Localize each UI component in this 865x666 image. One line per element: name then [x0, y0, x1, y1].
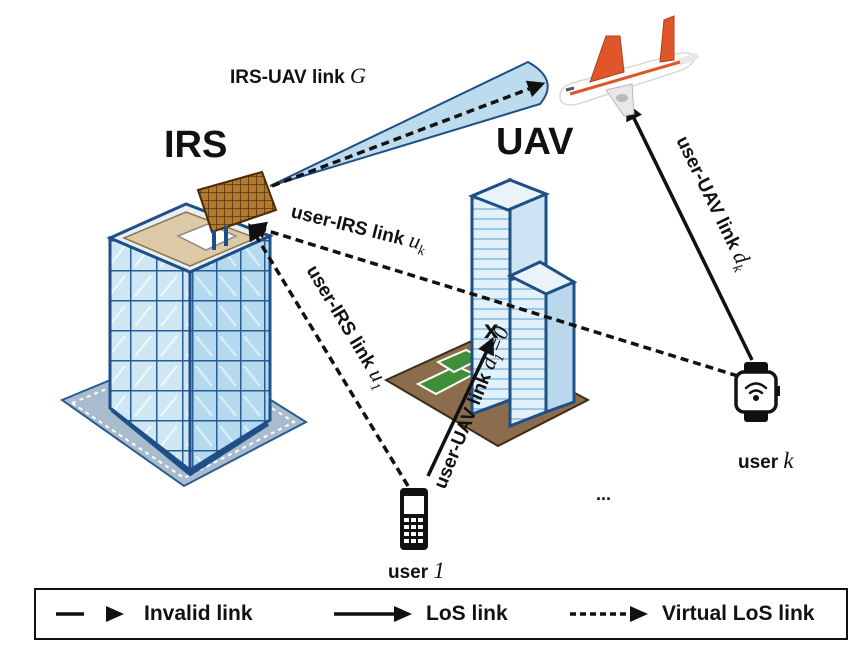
los-link-arrow-icon: [334, 606, 412, 622]
legend-los-label: LoS link: [426, 602, 508, 625]
legend-invalid-label: Invalid link: [144, 602, 253, 625]
irs-label: IRS: [164, 124, 227, 166]
airplane-icon: [559, 15, 700, 117]
wifi-icon: [744, 382, 768, 402]
uav-building: [383, 177, 591, 448]
virtual-los-link-arrow-icon: [570, 606, 648, 622]
smartwatch-icon: [734, 362, 780, 422]
ellipsis: ...: [596, 484, 611, 504]
uav-label: UAV: [496, 121, 574, 163]
legend-virtual-los-label: Virtual LoS link: [662, 602, 815, 625]
irs-uav-beam: [269, 60, 549, 188]
user-uav-link-k: [626, 102, 754, 361]
legend-item-los: LoS link: [332, 590, 508, 638]
user-1-label: user 1: [388, 558, 445, 583]
irs-building: [59, 202, 309, 488]
user-uav-link-1: [426, 336, 494, 477]
irs-panel: [196, 170, 278, 250]
legend: Invalid link LoS link Virtual LoS link: [34, 588, 848, 640]
user-irs-link-k-label: user-IRS link uk: [288, 198, 430, 260]
irs-uav-link-label: IRS-UAV link G: [230, 63, 366, 88]
user-k-label: user k: [738, 448, 794, 473]
user-irs-link-1: [248, 223, 410, 487]
smartphone-icon: [400, 488, 428, 550]
user-uav-link-k-label: user-UAV link dk: [668, 131, 758, 275]
legend-item-virtual-los: Virtual LoS link: [568, 590, 814, 638]
user-irs-link-k: [248, 221, 739, 378]
cross-mark: x: [484, 314, 499, 344]
legend-item-invalid: Invalid link: [54, 590, 253, 638]
invalid-link-arrow-icon: [56, 606, 124, 622]
